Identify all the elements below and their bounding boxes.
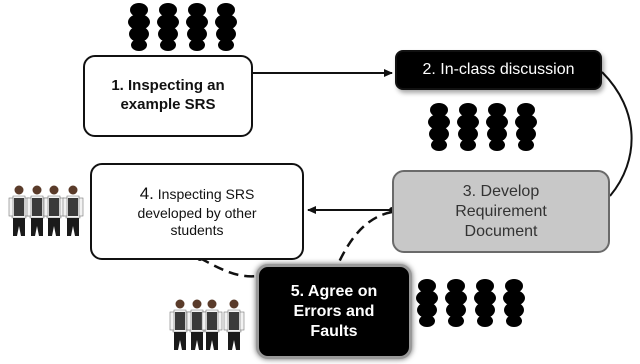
step-3-box: 3. Develop Requirement Document xyxy=(392,170,610,253)
connector-2-to-3 xyxy=(601,71,633,197)
dashed-link-3-to-5 xyxy=(336,210,393,265)
group-silhouette-icon xyxy=(128,3,237,51)
group-silhouette-icon xyxy=(416,279,525,327)
step-1-box: 1. Inspecting an example SRS xyxy=(83,55,253,137)
step-2-label: 2. In-class discussion xyxy=(422,61,575,78)
step-4-label: Inspecting SRS developed by other studen… xyxy=(137,186,257,239)
step-4-number: 4. xyxy=(139,184,154,204)
step-1-label: 1. Inspecting an example SRS xyxy=(111,77,225,113)
group-silhouette-icon xyxy=(428,103,537,151)
step-2-box: 2. In-class discussion xyxy=(395,50,602,90)
step-3-label: 3. Develop Requirement Document xyxy=(455,182,547,240)
people-group-icon xyxy=(169,299,245,351)
people-group-icon xyxy=(8,185,84,237)
step-5-box: 5. Agree on Errors and Faults xyxy=(256,264,412,359)
step-5-label: 5. Agree on Errors and Faults xyxy=(290,282,378,340)
dashed-link-4-to-5 xyxy=(199,256,259,278)
step-4-box: 4. Inspecting SRS developed by other stu… xyxy=(90,163,304,260)
